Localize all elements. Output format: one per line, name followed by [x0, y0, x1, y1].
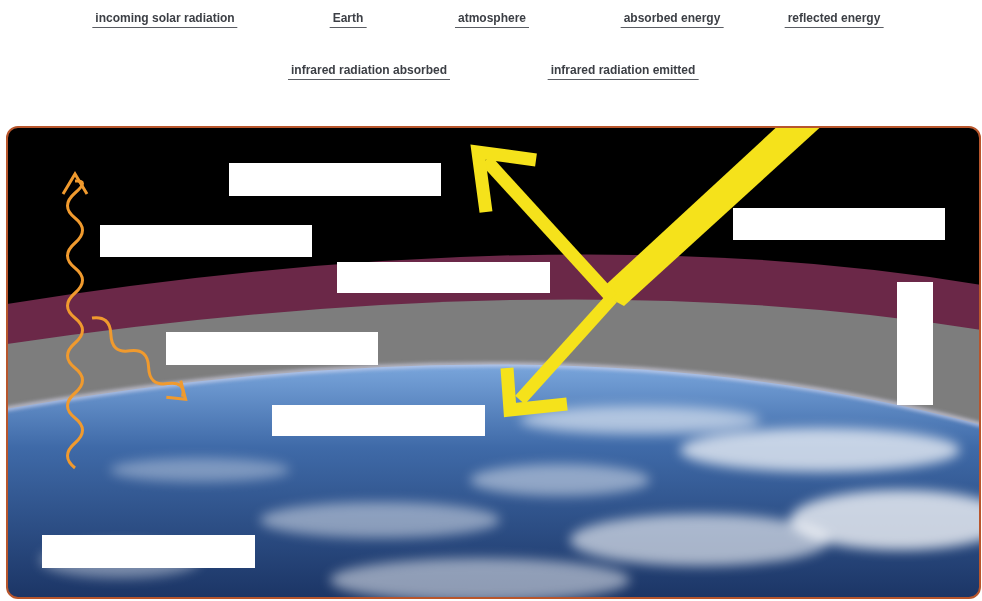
word-bank-term: absorbed energy — [621, 11, 724, 28]
absorbed-arrow-shaft — [520, 298, 612, 400]
blank-answer-box — [272, 405, 485, 436]
panel-content — [7, 127, 980, 598]
word-bank-term: incoming solar radiation — [92, 11, 237, 28]
blank-answer-box — [100, 225, 312, 257]
infrared-emitted-wave — [68, 181, 83, 468]
blank-answer-box — [897, 282, 933, 405]
blank-answer-box — [337, 262, 550, 293]
reflected-arrowhead — [478, 152, 536, 212]
word-bank-term: atmosphere — [455, 11, 529, 28]
lower-atmosphere-band — [7, 299, 980, 598]
word-bank-term: infrared radiation absorbed — [288, 63, 450, 80]
blank-answer-box — [229, 163, 441, 196]
infrared-absorbed-arrowhead — [166, 381, 193, 408]
infrared-emitted-arrowhead — [63, 174, 87, 194]
word-bank-term: reflected energy — [785, 11, 884, 28]
clouds — [40, 406, 980, 598]
absorbed-arrowhead — [507, 368, 567, 410]
blank-boxes — [42, 163, 945, 568]
blank-answer-box — [166, 332, 378, 365]
upper-atmosphere-band — [7, 254, 980, 598]
blank-answer-box — [42, 535, 255, 568]
panel-border — [7, 127, 980, 598]
blank-answer-box — [733, 208, 945, 240]
atmosphere-glow — [7, 364, 980, 425]
earth-surface — [7, 364, 980, 598]
word-bank-term: Earth — [330, 11, 367, 28]
word-bank-term: infrared radiation emitted — [548, 63, 699, 80]
